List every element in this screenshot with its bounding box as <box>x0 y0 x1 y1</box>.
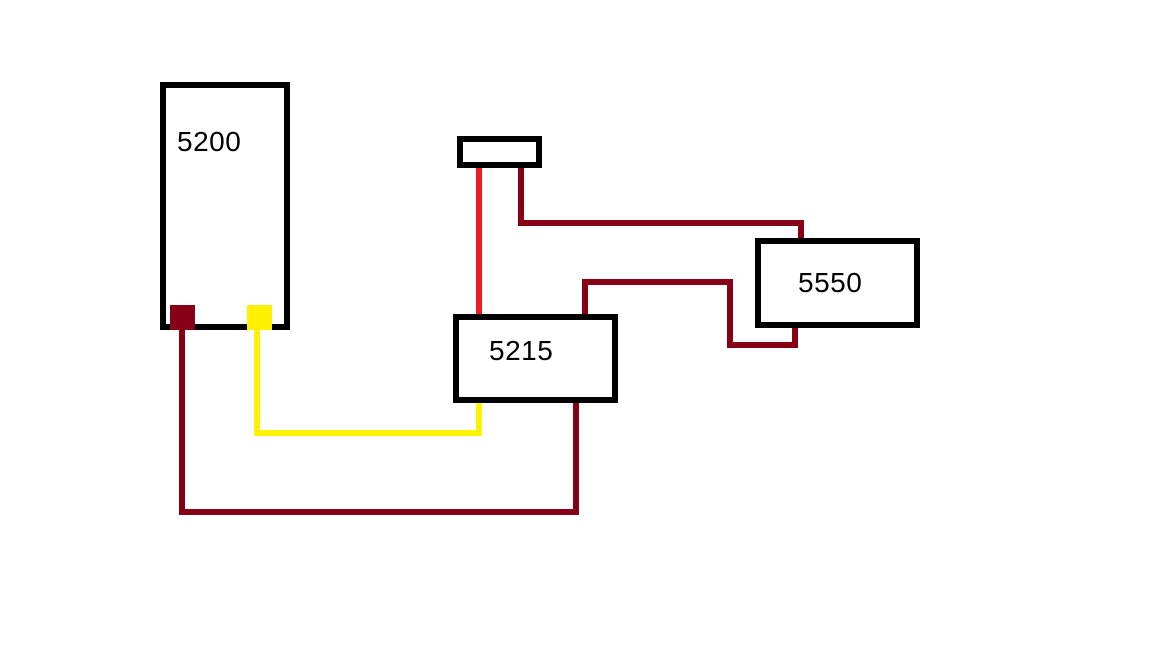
component-label-5550: 5550 <box>798 267 863 298</box>
component-box-5200: 5200 <box>160 82 290 330</box>
terminal-yellow-5200 <box>247 305 272 330</box>
component-box-top-connector <box>457 136 542 168</box>
component-box-5215: 5215 <box>453 314 618 403</box>
darkred-wire-5200-terminal-to-5215-bottom <box>179 328 579 515</box>
terminal-dark-red-5200 <box>170 305 195 330</box>
component-label-5215: 5215 <box>489 335 554 366</box>
yellow-wire-5200-terminal-to-5215-bottom <box>254 328 482 436</box>
darkred-wire-top-connector-to-5550-top <box>518 168 804 238</box>
darkred-wire-5215-top-to-5550-bottom <box>582 279 798 348</box>
component-box-5550: 5550 <box>755 238 920 328</box>
component-label-5200: 5200 <box>177 126 242 157</box>
